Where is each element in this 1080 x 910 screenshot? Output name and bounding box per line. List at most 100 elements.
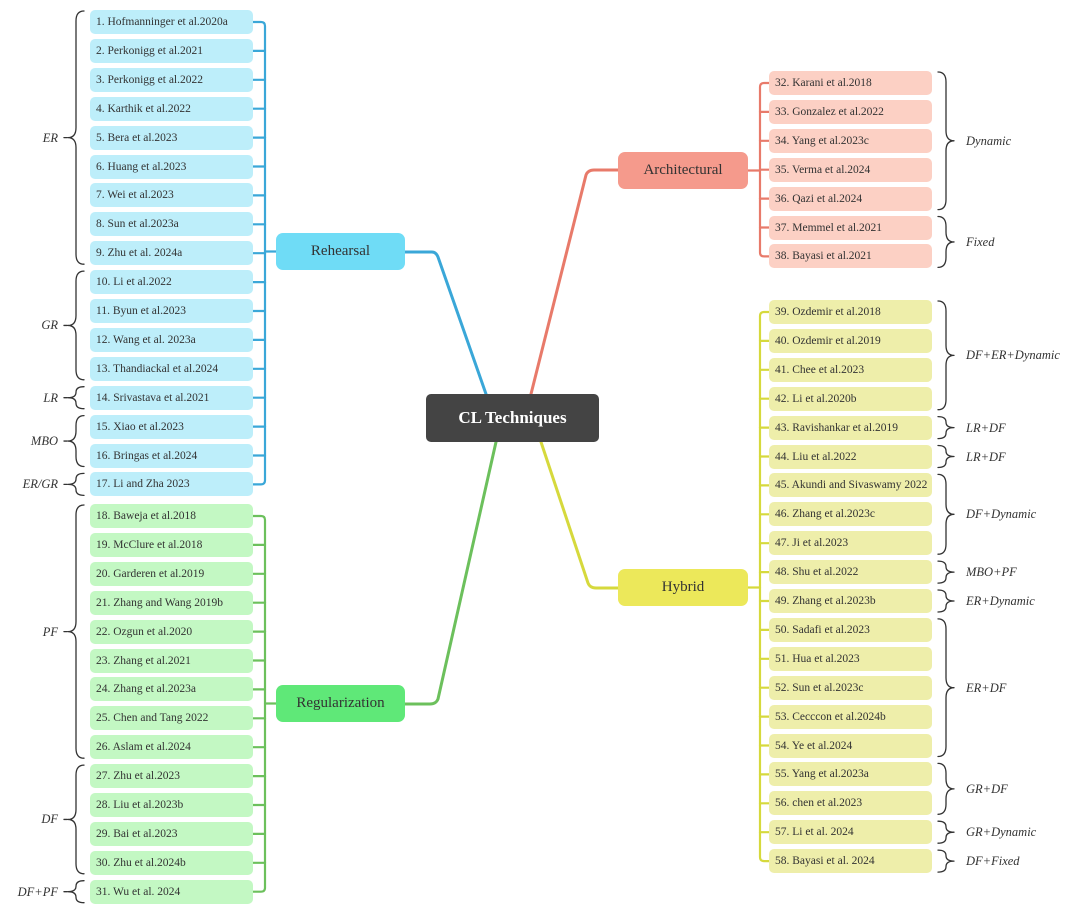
architectural-paper-item: 35. Verma et al.2024 [769, 157, 932, 182]
hybrid-paper-item: 48. Shu et al.2022 [769, 560, 932, 585]
rehearsal-paper-item: 11. Byun et al.2023 [90, 299, 253, 323]
hybrid-paper-item: 58. Bayasi et al. 2024 [769, 849, 932, 874]
rehearsal-paper-item: 2. Perkonigg et al.2021 [90, 38, 253, 63]
hybrid-group-label: DF+Fixed [966, 854, 1020, 869]
rehearsal-paper-item: 4. Karthik et al.2022 [90, 96, 253, 121]
rehearsal-group-bracket [67, 386, 85, 410]
architectural-paper-item: 36. Qazi et al.2024 [769, 186, 932, 211]
hybrid-group-label: ER+DF [966, 680, 1007, 695]
architectural-paper-item: 37. Memmel et al.2021 [769, 215, 932, 240]
rehearsal-paper-item: 17. Li and Zha 2023 [90, 472, 253, 497]
hybrid-paper-item: 50. Sadafi et al.2023 [769, 617, 932, 642]
regularization-group-label: PF [42, 624, 58, 639]
center-node: CL Techniques [426, 394, 599, 442]
regularization-branch-connector [403, 440, 498, 706]
regularization-paper-item: 20. Garderen et al.2019 [90, 561, 253, 586]
hybrid-hub: Hybrid [618, 569, 748, 606]
hybrid-group-label: LR+DF [966, 449, 1006, 464]
hybrid-paper-item: 52. Sun et al.2023c [769, 675, 932, 700]
rehearsal-paper-item: 16. Bringas et al.2024 [90, 443, 253, 468]
regularization-paper-item: 30. Zhu et al.2024b [90, 850, 253, 875]
hybrid-paper-item: 55. Yang et al.2023a [769, 762, 932, 787]
hybrid-paper-item: 56. chen et al.2023 [769, 791, 932, 816]
regularization-group-label: DF+PF [17, 884, 58, 899]
regularization-paper-item: 21. Zhang and Wang 2019b [90, 590, 253, 615]
rehearsal-paper-item: 9. Zhu et al. 2024a [90, 241, 253, 266]
hybrid-paper-item: 54. Ye et al.2024 [769, 733, 932, 758]
regularization-group-bracket [67, 764, 85, 875]
rehearsal-group-label: MBO [30, 434, 58, 449]
regularization-paper-item: 24. Zhang et al.2023a [90, 677, 253, 702]
hybrid-group-bracket [937, 473, 955, 555]
rehearsal-paper-item: 13. Thandiackal et al.2024 [90, 356, 253, 381]
regularization-paper-item: 25. Chen and Tang 2022 [90, 706, 253, 731]
rehearsal-group-label: ER/GR [22, 477, 58, 492]
hybrid-paper-item: 49. Zhang et al.2023b [769, 589, 932, 613]
hybrid-paper-item: 44. Liu et al.2022 [769, 444, 932, 469]
hybrid-paper-item: 46. Zhang et al.2023c [769, 502, 932, 527]
hybrid-group-label: DF+Dynamic [966, 507, 1037, 522]
hybrid-group-label: LR+DF [966, 420, 1006, 435]
hybrid-paper-item: 45. Akundi and Sivaswamy 2022 [769, 473, 932, 498]
rehearsal-group-bracket [67, 270, 85, 381]
hybrid-group-label: GR+Dynamic [966, 825, 1037, 840]
hybrid-group-bracket [937, 415, 955, 440]
hybrid-group-label: GR+DF [966, 781, 1008, 796]
hybrid-paper-item: 53. Cecccon et al.2024b [769, 704, 932, 729]
rehearsal-paper-item: 6. Huang et al.2023 [90, 154, 253, 179]
architectural-hub: Architectural [618, 152, 748, 189]
regularization-group-bracket [67, 880, 85, 904]
hybrid-branch-connector [539, 440, 620, 590]
hybrid-paper-item: 47. Ji et al.2023 [769, 531, 932, 556]
hybrid-leaf-spine [758, 310, 771, 863]
regularization-group-label: DF [41, 812, 58, 827]
architectural-group-label: Fixed [966, 234, 995, 249]
hybrid-paper-item: 43. Ravishankar et al.2019 [769, 415, 932, 440]
hybrid-paper-item: 42. Li et al.2020b [769, 386, 932, 411]
regularization-paper-item: 19. McClure et al.2018 [90, 532, 253, 557]
regularization-paper-item: 23. Zhang et al.2021 [90, 648, 253, 673]
hybrid-group-bracket [937, 618, 955, 758]
hybrid-group-bracket [937, 762, 955, 815]
regularization-hub: Regularization [276, 685, 405, 722]
rehearsal-paper-item: 10. Li et al.2022 [90, 270, 253, 295]
rehearsal-group-bracket [67, 414, 85, 468]
hybrid-group-bracket [937, 589, 955, 613]
rehearsal-paper-item: 14. Srivastava et al.2021 [90, 385, 253, 410]
rehearsal-paper-item: 1. Hofmanninger et al.2020a [90, 10, 253, 34]
rehearsal-paper-item: 7. Wei et al.2023 [90, 183, 253, 208]
regularization-paper-item: 27. Zhu et al.2023 [90, 764, 253, 789]
regularization-paper-item: 26. Aslam et al.2024 [90, 735, 253, 760]
hybrid-paper-item: 40. Ozdemir et al.2019 [769, 328, 932, 353]
architectural-paper-item: 38. Bayasi et al.2021 [769, 244, 932, 269]
architectural-paper-item: 32. Karani et al.2018 [769, 71, 932, 95]
architectural-group-bracket [937, 215, 955, 269]
hybrid-paper-item: 39. Ozdemir et al.2018 [769, 300, 932, 324]
hybrid-paper-item: 41. Chee et al.2023 [769, 357, 932, 382]
rehearsal-branch-connector [403, 250, 488, 396]
hybrid-paper-item: 57. Li et al. 2024 [769, 820, 932, 845]
rehearsal-group-bracket [67, 472, 85, 497]
rehearsal-paper-item: 3. Perkonigg et al.2022 [90, 67, 253, 92]
regularization-group-bracket [67, 504, 85, 759]
regularization-paper-item: 22. Ozgun et al.2020 [90, 619, 253, 644]
hybrid-group-label: DF+ER+Dynamic [966, 348, 1060, 363]
hybrid-group-label: MBO+PF [966, 565, 1017, 580]
architectural-paper-item: 33. Gonzalez et al.2022 [769, 99, 932, 124]
regularization-paper-item: 28. Liu et al.2023b [90, 793, 253, 817]
hybrid-group-bracket [937, 820, 955, 844]
rehearsal-hub: Rehearsal [276, 233, 405, 270]
hybrid-group-bracket [937, 560, 955, 584]
hybrid-paper-item: 51. Hua et al.2023 [769, 646, 932, 671]
regularization-paper-item: 18. Baweja et al.2018 [90, 504, 253, 528]
hybrid-group-bracket [937, 444, 955, 469]
rehearsal-group-label: LR [43, 390, 58, 405]
architectural-paper-item: 34. Yang et al.2023c [769, 128, 932, 153]
architectural-group-label: Dynamic [966, 133, 1012, 148]
rehearsal-paper-item: 15. Xiao et al.2023 [90, 414, 253, 439]
rehearsal-paper-item: 12. Wang et al. 2023a [90, 327, 253, 352]
hybrid-group-bracket [937, 849, 955, 873]
hybrid-group-bracket [937, 300, 955, 411]
